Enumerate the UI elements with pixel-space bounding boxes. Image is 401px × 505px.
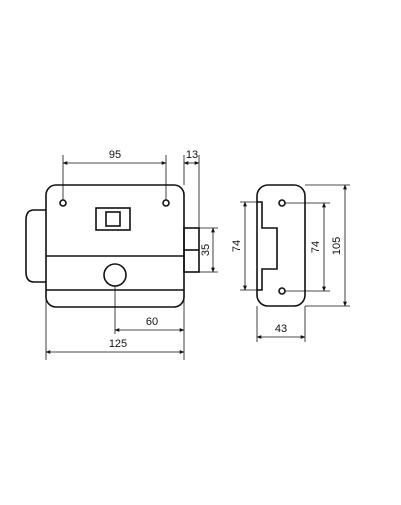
- strike-plate-view: [256, 184, 306, 307]
- lock-screw-hole-right: [162, 199, 170, 207]
- strike-screw-hole-bottom: [278, 287, 286, 295]
- strike-plate-outline: [256, 184, 306, 307]
- strike-plate-notch: [257, 201, 278, 291]
- dim-label-strike-height: 105: [331, 237, 343, 255]
- dim-label-bolt-height: 35: [200, 244, 212, 256]
- dim-label-hole-spacing: 95: [109, 149, 121, 161]
- strike-screw-hole-top: [278, 199, 286, 207]
- dim-label-cylinder-offset: 60: [146, 316, 158, 328]
- lock-side-knob: [25, 209, 46, 283]
- lock-dimension-lines: [45, 161, 215, 354]
- dim-label-opening-height: 74: [231, 240, 243, 252]
- lock-cylinder: [103, 263, 127, 287]
- strike-dimension-lines: [243, 184, 347, 339]
- lock-front-view: [25, 184, 200, 308]
- dim-label-strike-width: 43: [275, 323, 287, 335]
- dim-label-strike-hole-spacing: 74: [310, 241, 322, 253]
- lock-window-outer: [95, 207, 131, 231]
- dim-label-bolt-projection: 13: [186, 149, 198, 161]
- lock-screw-hole-left: [59, 199, 67, 207]
- lock-window-inner: [105, 211, 121, 227]
- dim-label-total-width: 125: [109, 338, 127, 350]
